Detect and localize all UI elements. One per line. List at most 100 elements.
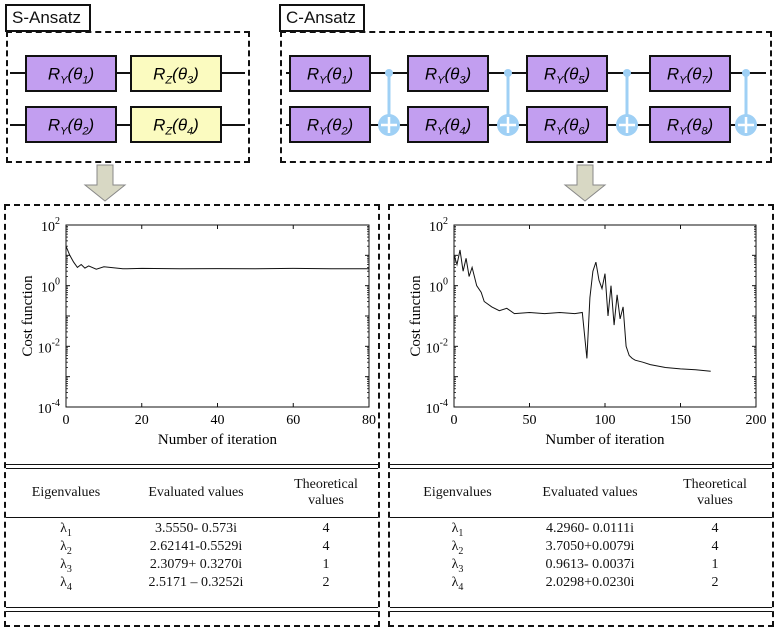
svg-text:RZ(θ3): RZ(θ3) bbox=[153, 65, 199, 87]
table-row: λ1 4.2960- 0.0111i 4 bbox=[390, 521, 772, 539]
x-tick-label: 60 bbox=[286, 413, 300, 428]
header-evaluated: Evaluated values bbox=[148, 485, 244, 500]
y-tick-label: 102 bbox=[41, 216, 60, 235]
cnot-gate bbox=[378, 69, 400, 136]
y-tick-label: 10-4 bbox=[38, 398, 60, 417]
eigenvalue-symbol: λ3 bbox=[451, 557, 464, 575]
svg-text:RY(θ8): RY(θ8) bbox=[667, 116, 713, 138]
down-arrow-right bbox=[563, 164, 607, 202]
x-tick-label: 0 bbox=[451, 413, 458, 428]
gate-ry-theta1: RY(θ1) bbox=[25, 55, 117, 92]
x-tick-label: 150 bbox=[670, 413, 691, 428]
eigenvalue-symbol: λ1 bbox=[60, 521, 72, 539]
s-ansatz-box bbox=[6, 31, 250, 163]
y-tick-label: 10-2 bbox=[38, 337, 60, 356]
cost-series-line bbox=[453, 249, 711, 372]
table-bottom-rule bbox=[6, 607, 378, 612]
eigenvalue-symbol: λ2 bbox=[451, 539, 464, 557]
gate-ry-theta5: RY(θ5) bbox=[526, 55, 608, 92]
header-theoretical: Theoretical values bbox=[683, 477, 747, 508]
evaluated-value: 4.2960- 0.0111i bbox=[545, 521, 634, 536]
evaluated-value: 2.3079+ 0.3270i bbox=[149, 557, 243, 572]
cnot-gate bbox=[616, 69, 638, 136]
eigenvalue-symbol: λ3 bbox=[60, 557, 72, 575]
s-ansatz-title: S-Ansatz bbox=[5, 4, 91, 32]
gate-ry-theta2: RY(θ2) bbox=[289, 106, 371, 143]
gate-ry-theta3: RY(θ3) bbox=[407, 55, 489, 92]
svg-text:RY(θ2): RY(θ2) bbox=[48, 116, 94, 138]
theoretical-value: 1 bbox=[711, 557, 719, 572]
table-row: λ2 2.62141-0.5529i 4 bbox=[6, 539, 378, 557]
evaluated-value: 2.5171 – 0.3252i bbox=[148, 575, 244, 590]
gate-ry-theta8: RY(θ8) bbox=[649, 106, 731, 143]
svg-text:RY(θ1): RY(θ1) bbox=[307, 65, 353, 87]
y-tick-label: 100 bbox=[41, 277, 60, 296]
cnot-gate bbox=[497, 69, 519, 136]
theoretical-value: 2 bbox=[711, 575, 719, 590]
x-axis-label: Number of iteration bbox=[545, 432, 665, 448]
table-top-rule bbox=[6, 464, 378, 469]
svg-text:RY(θ5): RY(θ5) bbox=[544, 65, 590, 87]
cnot-gate bbox=[735, 69, 757, 136]
theoretical-value: 4 bbox=[322, 539, 330, 554]
gate-rz-theta4: RZ(θ4) bbox=[130, 106, 222, 143]
svg-text:RY(θ4): RY(θ4) bbox=[425, 116, 471, 138]
gate-ry-theta2: RY(θ2) bbox=[25, 106, 117, 143]
y-tick-label: 102 bbox=[429, 216, 448, 235]
table-header-rule bbox=[6, 517, 378, 518]
theoretical-value: 1 bbox=[322, 557, 330, 572]
table-header-rule bbox=[390, 517, 772, 518]
header-evaluated: Evaluated values bbox=[542, 485, 638, 500]
eigenvalue-symbol: λ4 bbox=[60, 575, 72, 593]
theoretical-value: 2 bbox=[322, 575, 330, 590]
table-row: λ3 2.3079+ 0.3270i 1 bbox=[6, 557, 378, 575]
theoretical-value: 4 bbox=[711, 521, 719, 536]
evaluated-value: 0.9613- 0.0037i bbox=[545, 557, 635, 572]
x-axis-label: Number of iteration bbox=[158, 432, 278, 448]
header-theoretical: Theoretical values bbox=[294, 477, 358, 508]
svg-text:RY(θ1): RY(θ1) bbox=[48, 65, 94, 87]
theoretical-value: 4 bbox=[711, 539, 719, 554]
plot-frame bbox=[453, 224, 757, 408]
gate-ry-theta6: RY(θ6) bbox=[526, 106, 608, 143]
svg-text:RY(θ3): RY(θ3) bbox=[425, 65, 471, 87]
table-top-rule bbox=[390, 464, 772, 469]
y-tick-label: 100 bbox=[429, 277, 448, 296]
eigenvalue-symbol: λ2 bbox=[60, 539, 72, 557]
left-table: Eigenvalues Evaluated values Theoretical… bbox=[6, 464, 378, 624]
right-table: Eigenvalues Evaluated values Theoretical… bbox=[390, 464, 772, 624]
c-ansatz-circuit: RY(θ1) RY(θ3) RY(θ5) RY(θ7) RY(θ2) RY(θ4) RY(θ… bbox=[286, 55, 766, 143]
x-tick-label: 80 bbox=[362, 413, 376, 428]
evaluated-value: 2.0298+0.0230i bbox=[545, 575, 635, 590]
s-ansatz-circuit: RY(θ1) RZ(θ3) RY(θ2) RZ(θ4) bbox=[10, 55, 245, 143]
table-row: λ3 0.9613- 0.0037i 1 bbox=[390, 557, 772, 575]
svg-text:RZ(θ4): RZ(θ4) bbox=[153, 116, 199, 138]
y-tick-label: 10-4 bbox=[426, 398, 448, 417]
table-bottom-rule bbox=[390, 607, 772, 612]
table-row: λ4 2.0298+0.0230i 2 bbox=[390, 575, 772, 593]
down-arrow-left bbox=[83, 164, 127, 202]
y-tick-label: 10-2 bbox=[426, 337, 448, 356]
y-axis-label: Cost function bbox=[20, 275, 36, 357]
gate-rz-theta3: RZ(θ3) bbox=[130, 55, 222, 92]
c-ansatz-box bbox=[280, 31, 772, 163]
left-panel bbox=[4, 204, 380, 627]
eigenvalue-symbol: λ4 bbox=[451, 575, 464, 593]
header-eigenvalues: Eigenvalues bbox=[31, 485, 101, 500]
x-tick-label: 50 bbox=[523, 413, 537, 428]
gate-ry-theta7: RY(θ7) bbox=[649, 55, 731, 92]
y-axis-label: Cost function bbox=[408, 275, 424, 357]
cost-series-line bbox=[65, 246, 369, 270]
svg-text:RY(θ2): RY(θ2) bbox=[307, 116, 353, 138]
eigenvalue-symbol: λ1 bbox=[451, 521, 464, 539]
gate-ry-theta4: RY(θ4) bbox=[407, 106, 489, 143]
x-tick-label: 40 bbox=[211, 413, 225, 428]
x-tick-label: 100 bbox=[595, 413, 616, 428]
x-tick-label: 0 bbox=[63, 413, 70, 428]
evaluated-value: 2.62141-0.5529i bbox=[149, 539, 243, 554]
theoretical-value: 4 bbox=[322, 521, 330, 536]
gate-ry-theta1: RY(θ1) bbox=[289, 55, 371, 92]
